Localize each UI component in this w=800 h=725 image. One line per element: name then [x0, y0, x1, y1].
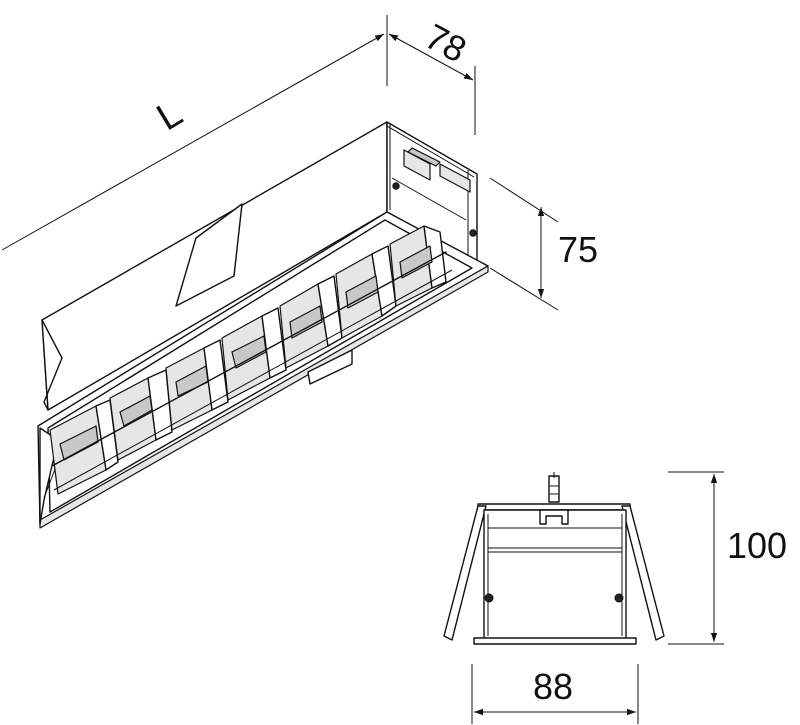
bracket-bottom	[307, 349, 353, 385]
width-label-78: 78	[419, 15, 474, 70]
height-label-75: 75	[558, 229, 598, 270]
height-dimension-100: 100	[668, 471, 787, 645]
louvre-grid	[49, 225, 453, 495]
cross-section-view: 100 88	[443, 471, 787, 724]
width-label-88: 88	[533, 666, 573, 707]
height-label-100: 100	[727, 525, 787, 566]
width-dimension-78: 78	[388, 15, 476, 135]
length-label: L	[150, 92, 190, 139]
width-dimension-88: 88	[471, 664, 639, 724]
section-profile	[443, 472, 665, 645]
height-dimension-75: 75	[489, 177, 598, 311]
isometric-view: L 78 75	[1, 15, 598, 529]
mounting-clip-left	[41, 319, 63, 411]
